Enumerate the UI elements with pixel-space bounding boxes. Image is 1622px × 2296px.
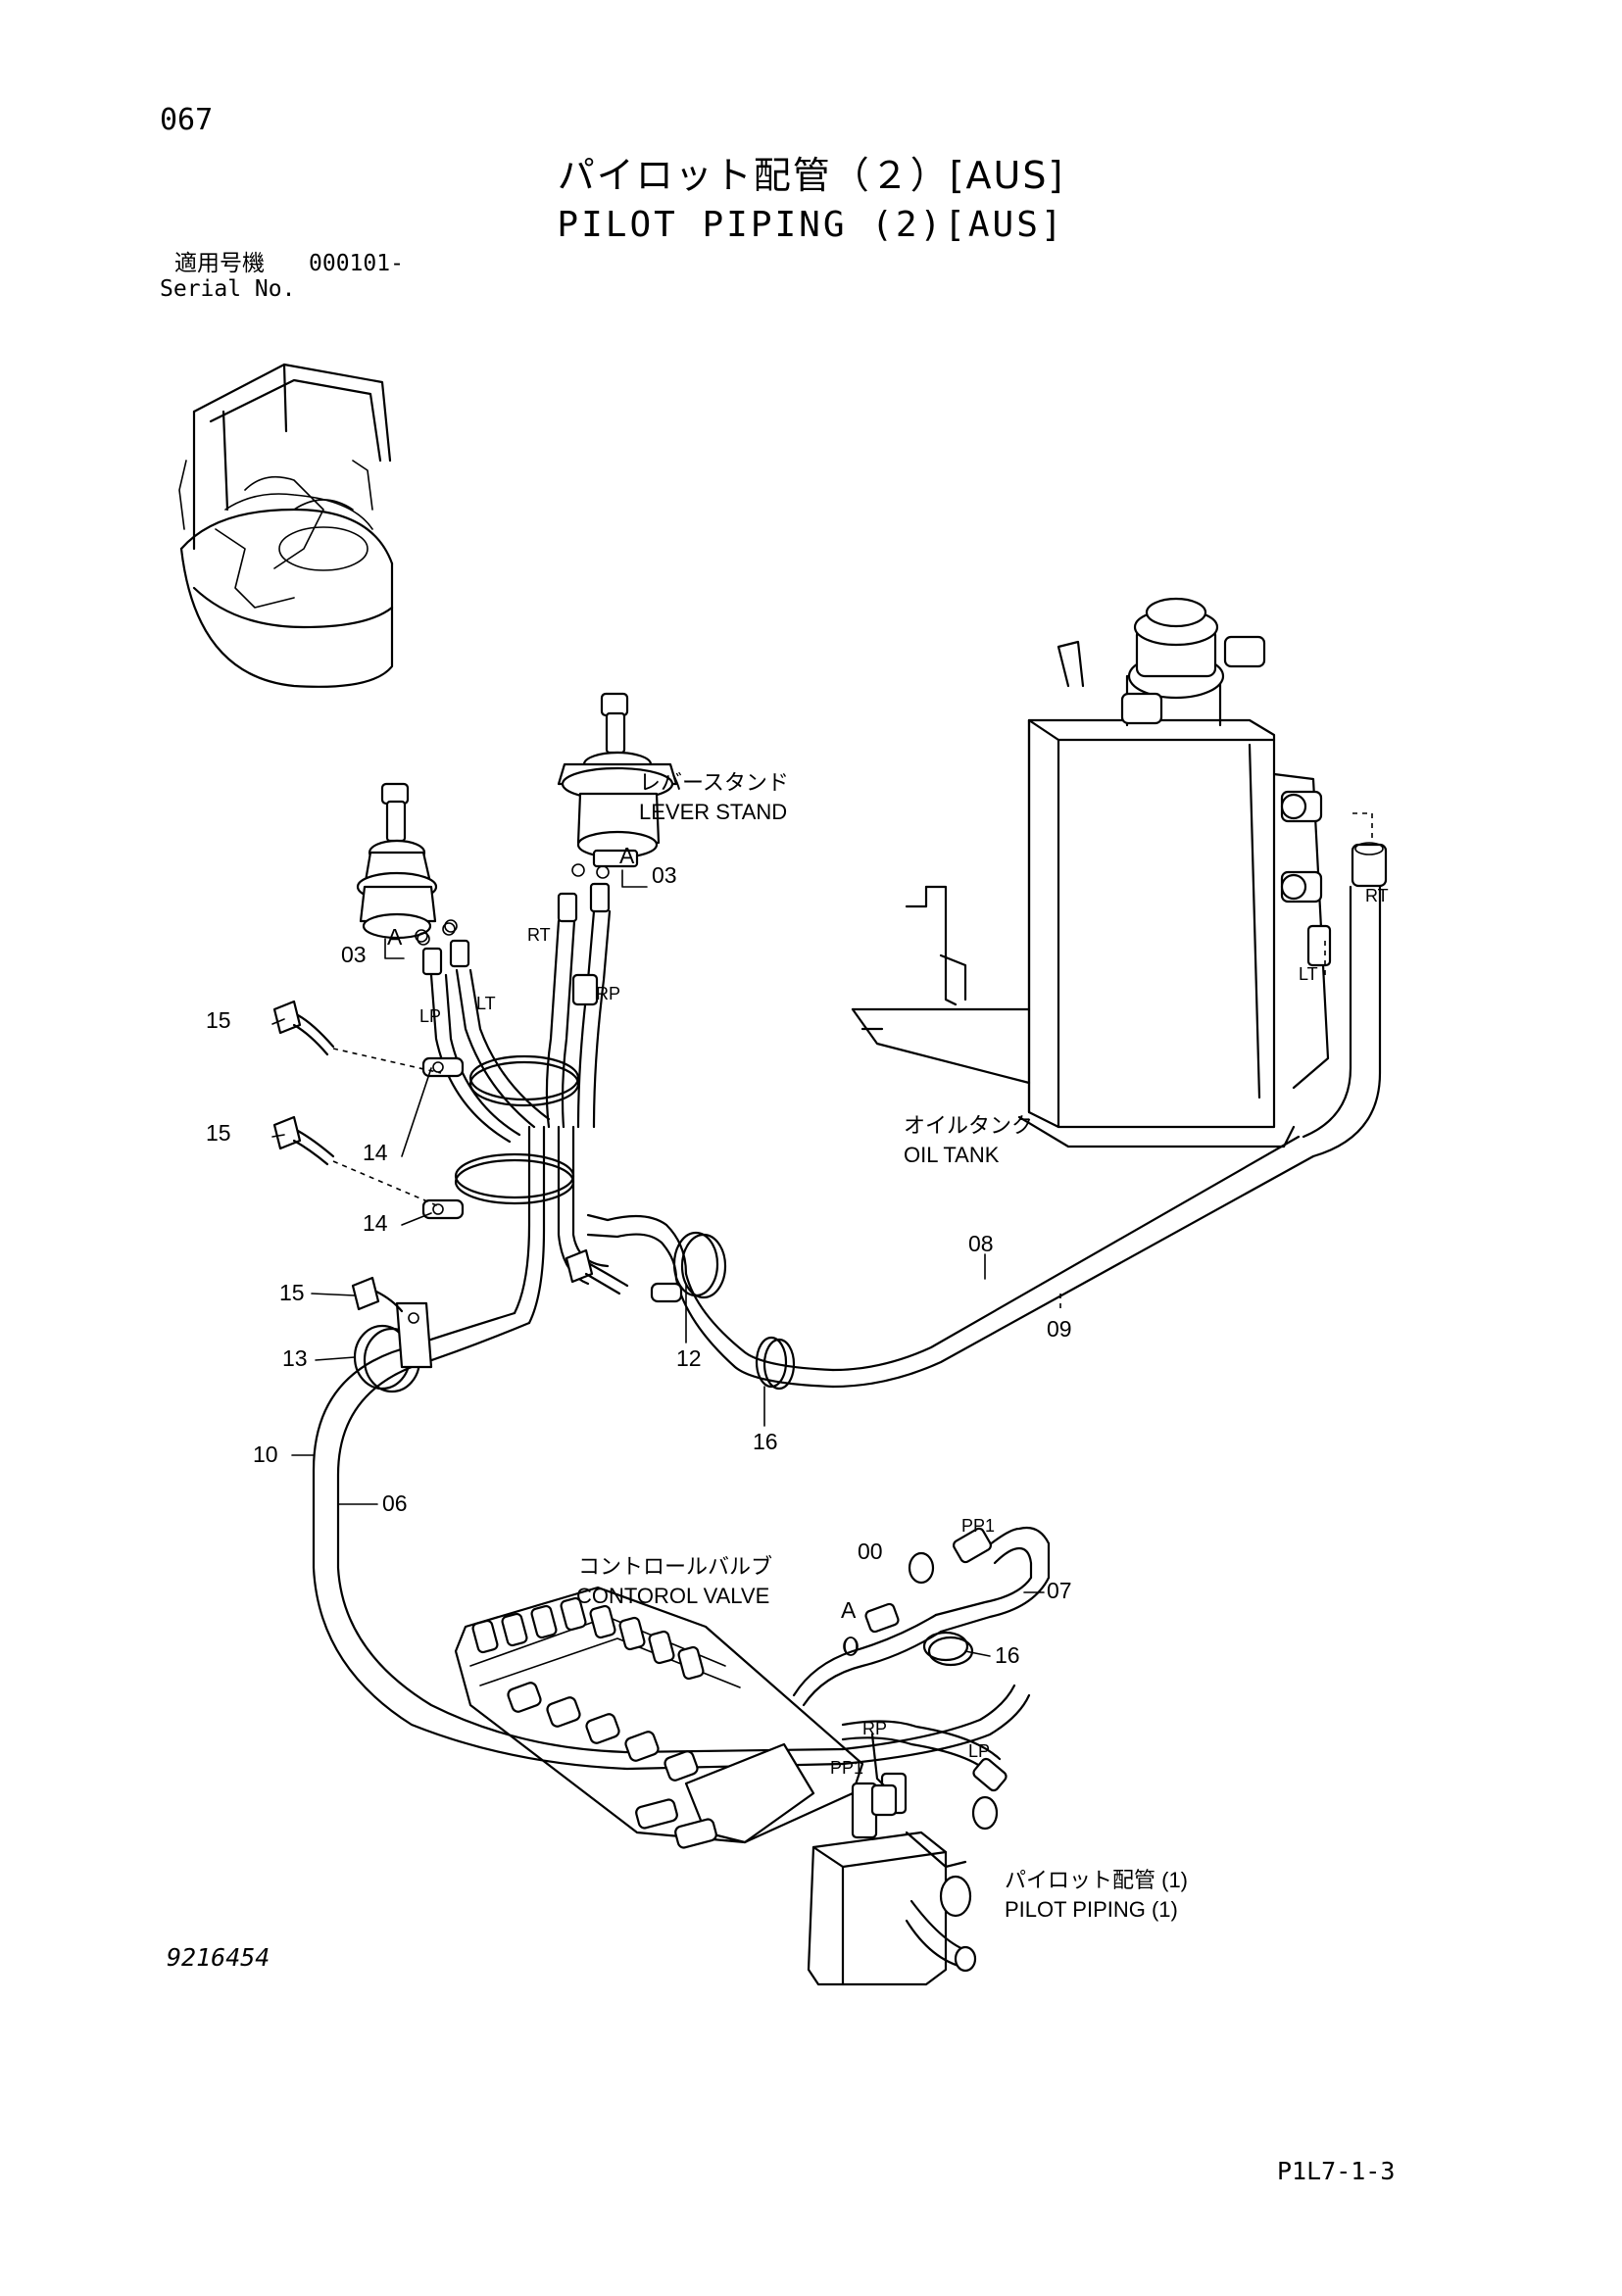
clamp-13 (353, 1301, 433, 1393)
lever-stand-right (557, 692, 678, 923)
callout-15-upper: 15 (206, 1007, 231, 1033)
port-rp-lever: RP (596, 984, 621, 1003)
label-control-valve-en: CONTOROL VALVE (576, 1584, 770, 1608)
machine-overview-figure (178, 363, 394, 688)
drawing-number: 9216454 (167, 1943, 270, 1972)
callout-16-lower: 16 (995, 1642, 1020, 1668)
callout-10: 10 (253, 1441, 278, 1467)
label-control-valve-jp: コントロールバルブ (578, 1554, 773, 1579)
callout-13: 13 (282, 1345, 308, 1371)
bolt-15-lower (351, 1276, 404, 1313)
callout-06: 06 (382, 1490, 408, 1516)
serial-label-jp: 適用号機 (174, 251, 265, 276)
port-a-valve: A (841, 1597, 857, 1623)
clamp-12 (650, 1231, 727, 1303)
label-pilot-piping1-jp: パイロット配管 (1) (1005, 1868, 1189, 1892)
port-a-parts (417, 922, 858, 1656)
pilot-hose-lp-rp (841, 1720, 1008, 1831)
main-hose-loop (312, 1311, 1031, 1771)
clamp-16-lower (922, 1631, 974, 1667)
pilot-valve-block (807, 1772, 977, 1986)
callout-12: 12 (676, 1345, 702, 1371)
callout-16-upper: 16 (753, 1429, 778, 1454)
sheet-code: P1L7-1-3 (1277, 2157, 1396, 2185)
serial-label-en: Serial No. (160, 276, 296, 302)
bolt-12 (565, 1248, 629, 1295)
port-lt-lever: LT (476, 994, 496, 1013)
port-lp-lever: LP (419, 1006, 442, 1026)
port-pp1-lower: PP1 (830, 1758, 864, 1778)
callout-00: 00 (858, 1539, 883, 1564)
callout-03-right: 03 (652, 862, 677, 888)
port-lt-tank: LT (1299, 964, 1318, 984)
tank-return-fittings (1302, 812, 1388, 1158)
callout-03-left: 03 (341, 942, 367, 967)
control-valve-figure (454, 1586, 864, 1849)
label-lever-stand-en: LEVER STAND (639, 800, 788, 824)
port-a-left: A (387, 924, 403, 950)
callout-14-lower: 14 (363, 1210, 388, 1236)
oil-tank-figure (851, 597, 1332, 1148)
serial-value: 000101- (309, 251, 404, 276)
label-pilot-piping1-en: PILOT PIPING (1) (1005, 1897, 1178, 1922)
page-title-en: PILOT PIPING (2)[AUS] (557, 205, 1065, 245)
bolt-15-middle (272, 1115, 442, 1208)
label-lever-stand-jp: レバースタンド (639, 770, 789, 795)
page-number: 067 (160, 103, 214, 137)
callout-15-lower: 15 (279, 1280, 305, 1305)
callout-08: 08 (968, 1231, 994, 1256)
port-lp-valve: LP (968, 1741, 991, 1761)
port-pp1-upper: PP1 (961, 1516, 996, 1536)
clamp-14-lower (421, 1152, 575, 1220)
pilot-hose-bundle (429, 909, 1315, 1389)
label-oil-tank-jp: オイルタンク (904, 1113, 1034, 1138)
lever-stand-left (356, 782, 470, 976)
callout-14-upper: 14 (363, 1140, 388, 1165)
bolt-15-upper (272, 1000, 442, 1074)
clamp-16-upper (755, 1336, 796, 1391)
callout-09: 09 (1047, 1316, 1072, 1342)
port-a-right: A (619, 843, 635, 868)
port-rt-lever: RT (527, 925, 551, 945)
port-rt-tank: RT (1365, 886, 1389, 905)
callout-leaders (271, 869, 1061, 1657)
page-title-jp: パイロット配管（２）[AUS] (557, 154, 1065, 197)
pilot-hose-07 (792, 1526, 1051, 1707)
callout-15-middle: 15 (206, 1120, 231, 1146)
label-oil-tank-en: OIL TANK (904, 1143, 1000, 1167)
callout-07: 07 (1047, 1578, 1072, 1603)
port-rp-valve: RP (862, 1719, 888, 1738)
clamp-14-upper (421, 1054, 580, 1107)
